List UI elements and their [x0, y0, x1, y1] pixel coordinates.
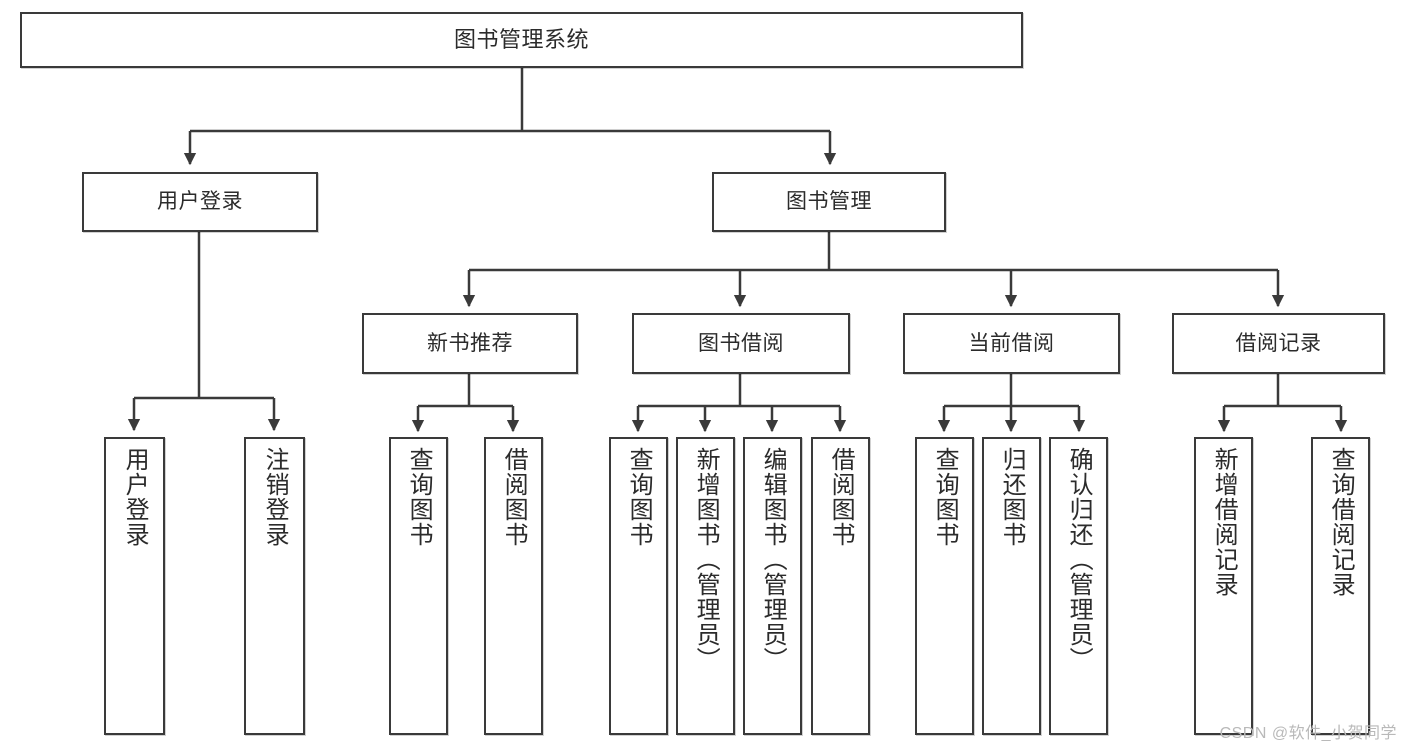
- node-book-management[interactable]: 图书管理: [712, 172, 946, 232]
- node-label: 用户登录: [121, 447, 149, 547]
- node-label: 查询图书: [931, 447, 959, 547]
- node-label: 归还图书: [998, 447, 1026, 547]
- node-root-system[interactable]: 图书管理系统: [20, 12, 1023, 68]
- node-label: 图书管理: [786, 190, 872, 214]
- leaf-borrow-book-recommend[interactable]: 借阅图书: [484, 437, 543, 735]
- node-current-borrow[interactable]: 当前借阅: [903, 313, 1120, 374]
- node-label: 编辑图书（管理员）: [759, 447, 787, 672]
- leaf-return-book[interactable]: 归还图书: [982, 437, 1041, 735]
- leaf-query-book-current[interactable]: 查询图书: [915, 437, 974, 735]
- node-label: 新书推荐: [427, 331, 513, 355]
- leaf-user-login[interactable]: 用户登录: [104, 437, 165, 735]
- leaf-confirm-return-admin[interactable]: 确认归还（管理员）: [1049, 437, 1108, 735]
- node-label: 图书借阅: [698, 331, 784, 355]
- node-label: 用户登录: [157, 190, 243, 214]
- node-label: 图书管理系统: [453, 26, 589, 52]
- node-label: 查询图书: [625, 447, 653, 547]
- leaf-query-borrow-record[interactable]: 查询借阅记录: [1311, 437, 1370, 735]
- leaf-edit-book-admin[interactable]: 编辑图书（管理员）: [743, 437, 802, 735]
- leaf-logout[interactable]: 注销登录: [244, 437, 305, 735]
- node-user-login[interactable]: 用户登录: [82, 172, 318, 232]
- node-borrow-record[interactable]: 借阅记录: [1172, 313, 1385, 374]
- node-book-borrow[interactable]: 图书借阅: [632, 313, 850, 374]
- node-label: 注销登录: [261, 447, 289, 547]
- node-label: 当前借阅: [968, 331, 1055, 355]
- node-label: 查询借阅记录: [1327, 447, 1355, 597]
- leaf-add-borrow-record[interactable]: 新增借阅记录: [1194, 437, 1253, 735]
- node-label: 新增图书（管理员）: [692, 447, 720, 672]
- leaf-query-book-borrow[interactable]: 查询图书: [609, 437, 668, 735]
- watermark-text: CSDN @软件_小贺同学: [1219, 725, 1397, 742]
- leaf-query-book-recommend[interactable]: 查询图书: [389, 437, 448, 735]
- node-label: 借阅图书: [500, 447, 528, 547]
- node-label: 新增借阅记录: [1210, 447, 1238, 597]
- node-label: 确认归还（管理员）: [1065, 447, 1093, 672]
- node-label: 借阅图书: [827, 447, 855, 547]
- node-label: 借阅记录: [1235, 331, 1322, 355]
- node-label: 查询图书: [405, 447, 433, 547]
- leaf-add-book-admin[interactable]: 新增图书（管理员）: [676, 437, 735, 735]
- node-new-book-recommend[interactable]: 新书推荐: [362, 313, 578, 374]
- leaf-borrow-book[interactable]: 借阅图书: [811, 437, 870, 735]
